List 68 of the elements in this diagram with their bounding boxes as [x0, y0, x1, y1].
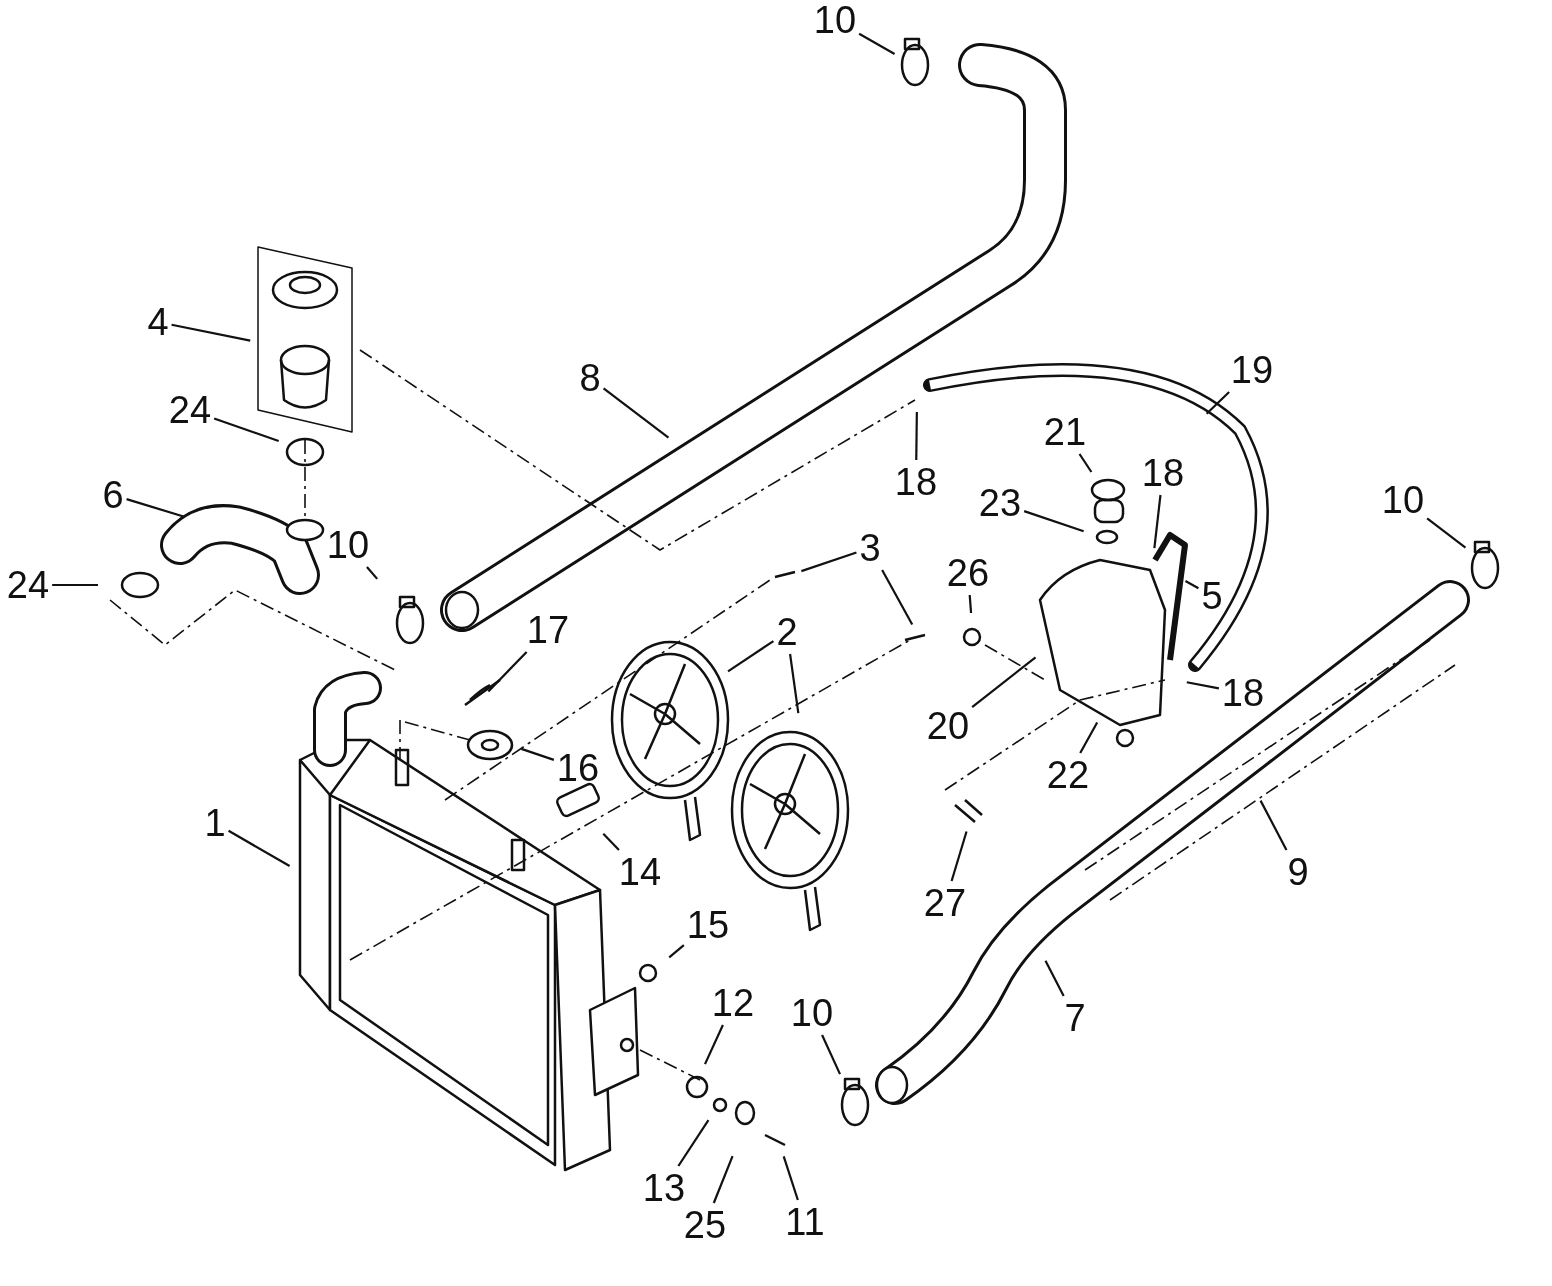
leader-line: [366, 566, 378, 580]
callout-number: 1: [204, 803, 226, 843]
callout-number: 16: [556, 748, 600, 788]
callout-number: 14: [618, 852, 662, 892]
leader-line: [727, 640, 775, 673]
callout-number: 25: [683, 1205, 727, 1245]
callout-number: 22: [1046, 755, 1090, 795]
callout-number: 20: [926, 706, 970, 746]
leader-line: [968, 594, 973, 614]
callout-number: 5: [1201, 576, 1223, 616]
leader-line: [1044, 960, 1065, 997]
callout-number: 26: [946, 553, 990, 593]
leader-line: [1079, 721, 1099, 754]
callout-number: 10: [790, 993, 834, 1033]
leader-line: [801, 551, 857, 573]
leader-line: [126, 498, 184, 518]
callout-number: 19: [1230, 350, 1274, 390]
leader-line: [487, 651, 528, 693]
leader-line: [602, 832, 620, 851]
leader-line: [213, 417, 280, 443]
callout-number: 12: [711, 983, 755, 1023]
callout-number: 11: [785, 1202, 825, 1242]
callout-number: 18: [1221, 673, 1265, 713]
leader-line: [171, 323, 251, 342]
leader-line: [1259, 800, 1288, 851]
leader-line: [1078, 453, 1093, 473]
leader-line: [52, 583, 98, 587]
leader-line: [915, 412, 918, 460]
callout-number: 17: [526, 610, 570, 650]
leader-line: [602, 387, 670, 439]
callout-number: 18: [1141, 453, 1185, 493]
callout-number: 24: [6, 565, 50, 605]
callout-number: 27: [923, 883, 967, 923]
leader-line: [668, 944, 685, 959]
leader-line: [704, 1024, 724, 1065]
leader-line: [821, 1034, 841, 1075]
callout-number: 21: [1043, 412, 1087, 452]
callout-number: 4: [147, 302, 169, 342]
leader-line: [881, 569, 914, 626]
callout-number: 18: [894, 462, 938, 502]
leader-line: [782, 1156, 799, 1201]
callout-number: 10: [1381, 480, 1425, 520]
leader-line: [950, 831, 968, 882]
callout-number: 2: [776, 612, 798, 652]
callout-number: 23: [978, 483, 1022, 523]
callout-number: 6: [102, 475, 124, 515]
callout-number: 10: [326, 525, 370, 565]
callout-number: 3: [859, 528, 881, 568]
leader-line: [1205, 391, 1230, 415]
leader-line: [712, 1155, 734, 1204]
callout-number: 15: [686, 905, 730, 945]
callout-number: 7: [1064, 998, 1086, 1038]
callout-number: 13: [642, 1168, 686, 1208]
leader-line: [1153, 494, 1162, 549]
callout-number: 8: [579, 358, 601, 398]
leader-line: [1186, 681, 1220, 690]
leader-line: [858, 32, 896, 55]
leader-line: [1184, 579, 1199, 590]
leader-line: [677, 1119, 710, 1167]
leader-line: [521, 747, 555, 761]
callout-number: 10: [813, 0, 857, 40]
leader-line: [1426, 517, 1467, 549]
callout-number: 9: [1287, 852, 1309, 892]
callout-number: 24: [168, 390, 212, 430]
leader-line: [1023, 510, 1084, 533]
leader-line: [789, 653, 800, 714]
leader-line: [228, 829, 291, 867]
leader-line: [971, 656, 1037, 708]
